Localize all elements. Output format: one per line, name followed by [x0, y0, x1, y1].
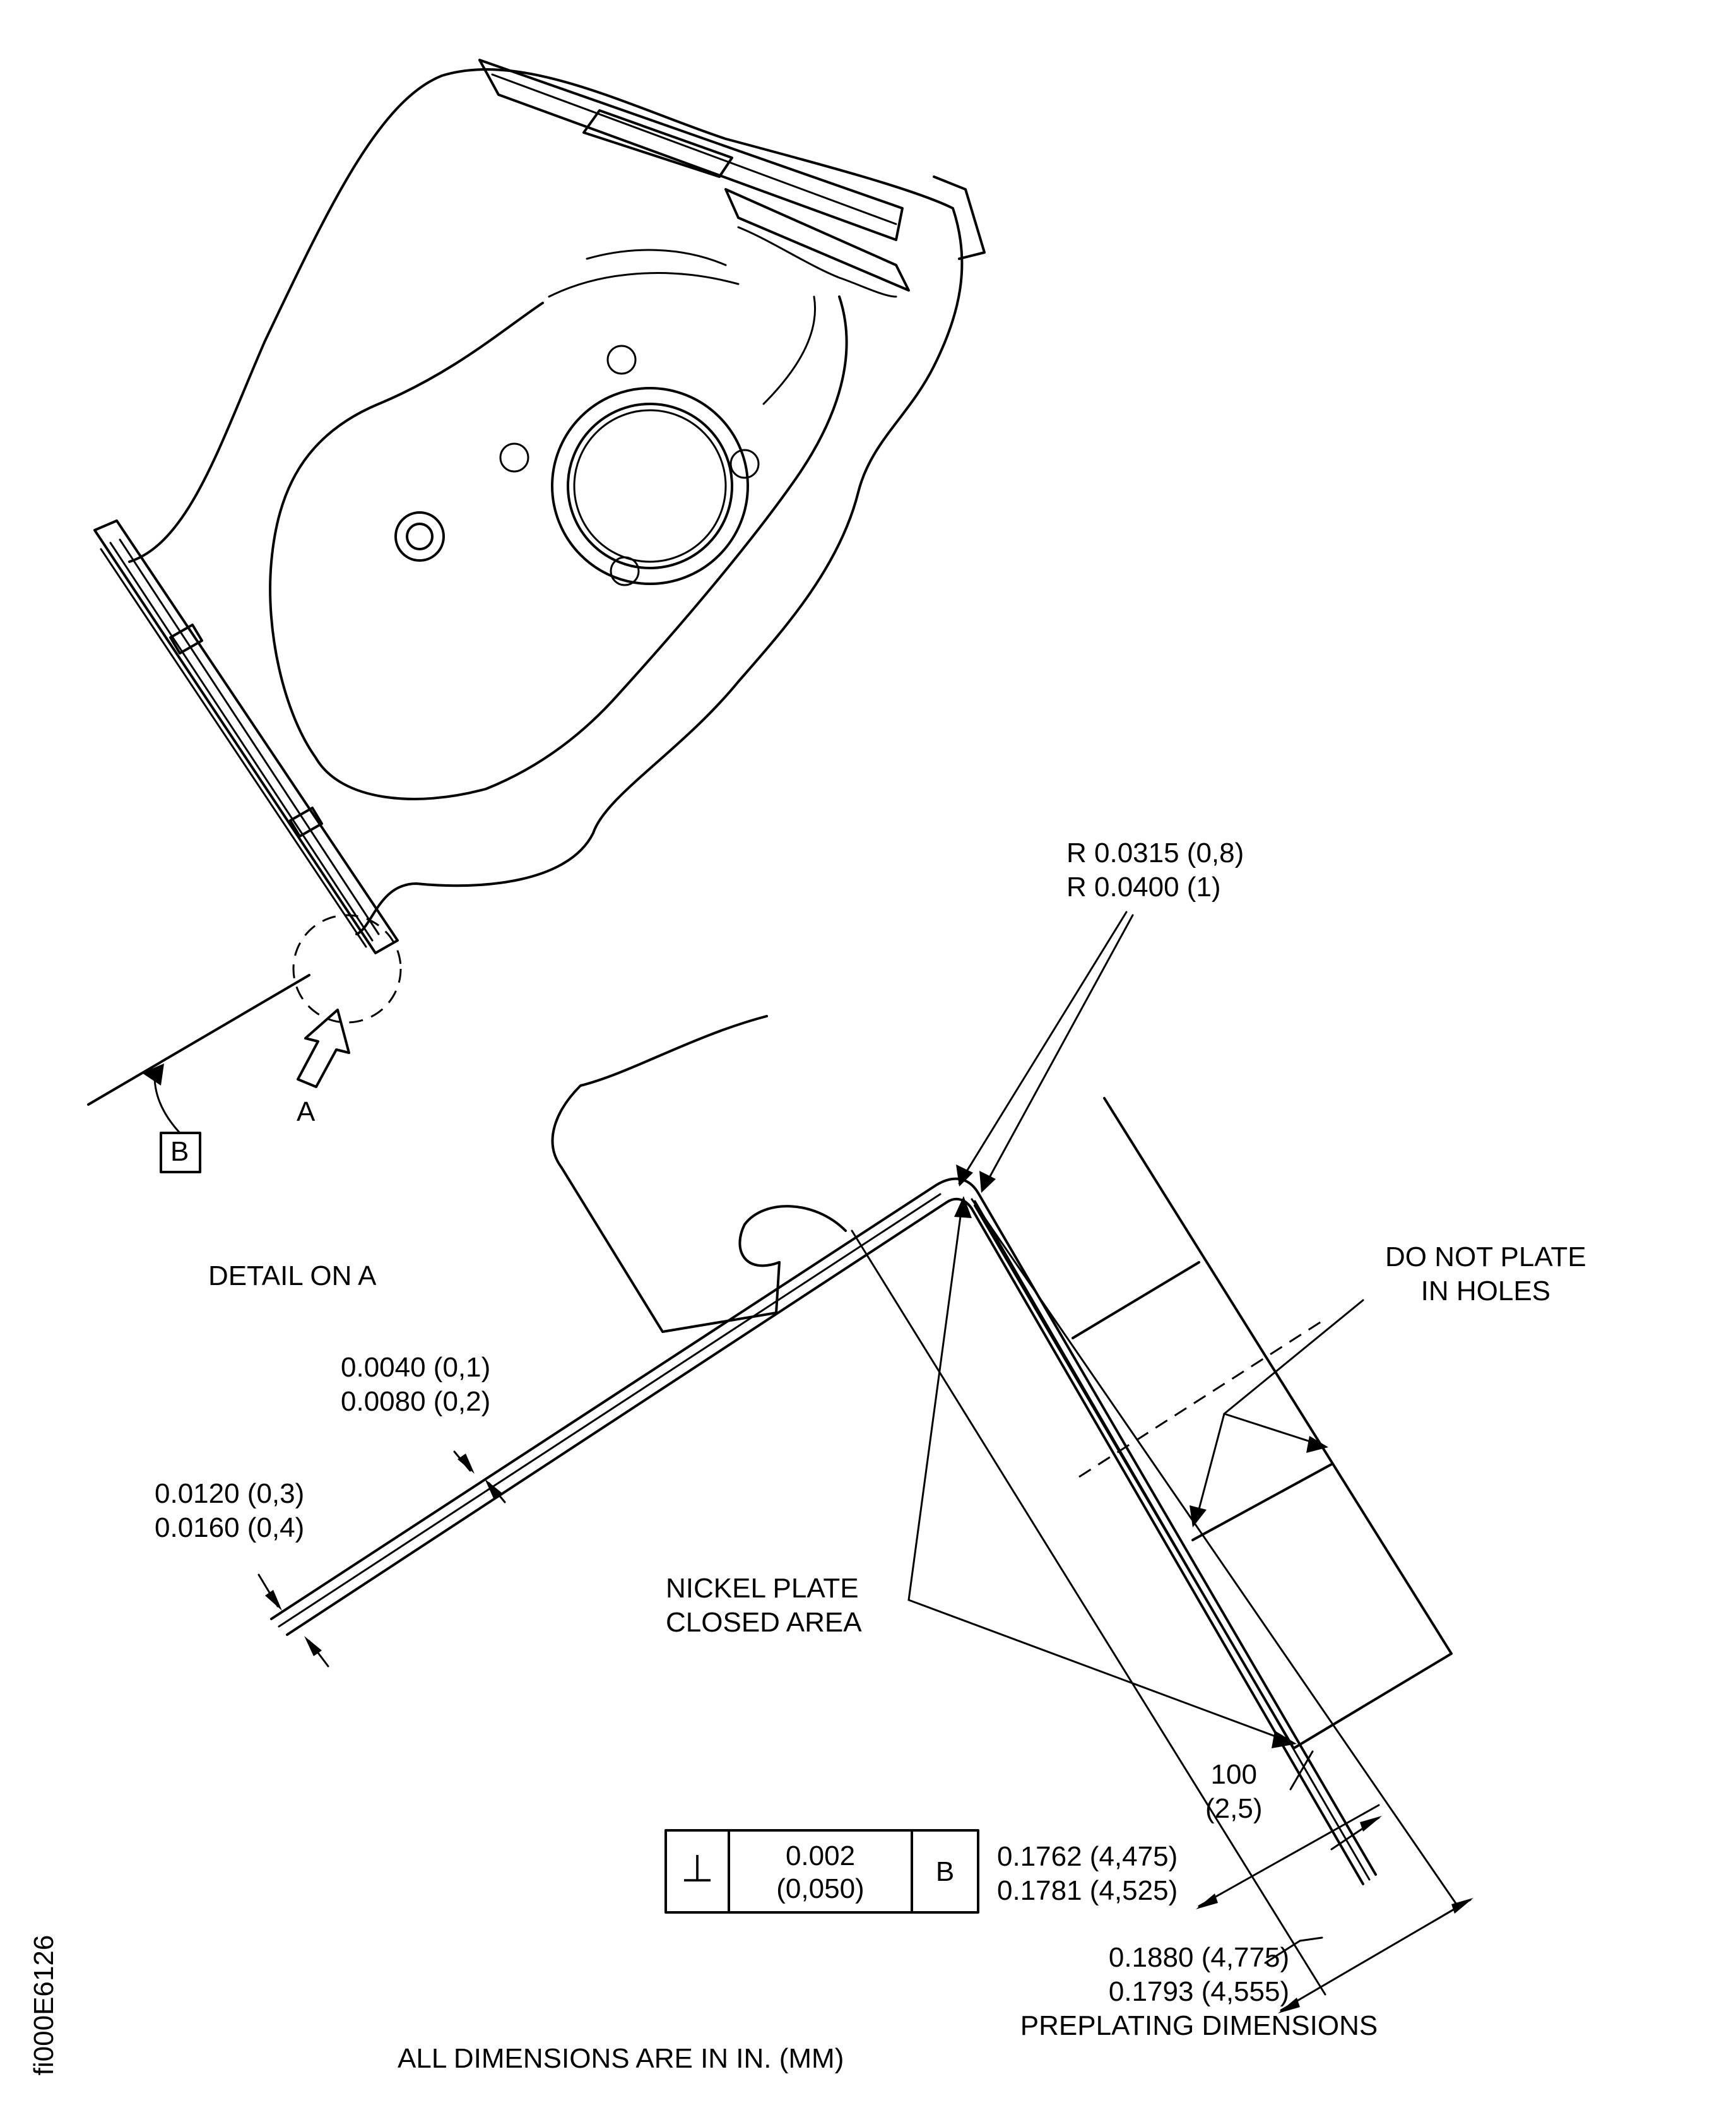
preplating-dimension-1: 0.1880 (4,775) [1108, 1942, 1290, 1973]
radius-line-2: R 0.0400 (1) [1066, 872, 1221, 903]
nickel-plate-leaders [907, 1196, 1297, 1748]
detail-title: DETAIL ON A [208, 1260, 377, 1291]
detail-a-section [270, 1015, 1459, 1996]
plate-thickness-inner-2: 0.0080 (0,2) [341, 1386, 491, 1417]
plate-thickness-outer-2: 0.0160 (0,4) [155, 1512, 305, 1543]
fcf-tolerance-2: (0,050) [776, 1873, 865, 1904]
fcf-datum: B [935, 1856, 955, 1887]
nickel-plate-line-2: CLOSED AREA [666, 1607, 862, 1638]
feature-control-frame-box [664, 1829, 979, 1914]
fcf-tolerance: 0.002 (0,050) [732, 1840, 909, 1905]
do-not-plate-line-2: IN HOLES [1420, 1276, 1551, 1306]
radius-callout: R 0.0315 (0,8) R 0.0400 (1) [1066, 836, 1244, 904]
preplating-dimension-3: PREPLATING DIMENSIONS [1020, 2010, 1378, 2041]
width-dimension: 0.1762 (4,475) 0.1781 (4,525) [997, 1840, 1178, 1908]
nickel-plate-note: NICKEL PLATE CLOSED AREA [666, 1572, 862, 1640]
preplating-dimension-2: 0.1793 (4,555) [1108, 1976, 1290, 2007]
radius-leaders [956, 911, 1134, 1193]
do-not-plate-line-1: DO NOT PLATE [1385, 1241, 1586, 1272]
plate-thickness-outer: 0.0120 (0,3) 0.0160 (0,4) [155, 1477, 304, 1545]
bottom-dimension-lines [1196, 1750, 1473, 2013]
small-dimension-1: 100 [1210, 1759, 1257, 1790]
nickel-plate-line-1: NICKEL PLATE [666, 1573, 859, 1604]
width-dimension-2: 0.1781 (4,525) [997, 1875, 1178, 1906]
units-note: ALL DIMENSIONS ARE IN IN. (MM) [398, 2043, 844, 2074]
small-dimension: 100 (2,5) [1205, 1758, 1262, 1826]
fcf-tolerance-1: 0.002 [785, 1840, 856, 1871]
plate-thickness-inner: 0.0040 (0,1) 0.0080 (0,2) [341, 1351, 490, 1419]
housing-part [93, 59, 986, 954]
plate-thickness-outer-1: 0.0120 (0,3) [155, 1478, 305, 1509]
preplating-dimension: 0.1880 (4,775) 0.1793 (4,555) PREPLATING… [978, 1941, 1420, 2043]
detail-circle-a [292, 914, 402, 1024]
do-not-plate-note: DO NOT PLATE IN HOLES [1385, 1240, 1586, 1308]
thickness-markers [257, 1450, 506, 1668]
radius-line-1: R 0.0315 (0,8) [1066, 838, 1244, 868]
view-arrow-a [297, 1009, 350, 1088]
view-arrow-label: A [297, 1096, 316, 1127]
plate-thickness-inner-1: 0.0040 (0,1) [341, 1352, 491, 1383]
do-not-plate-leader [1190, 1299, 1364, 1527]
small-dimension-2: (2,5) [1205, 1793, 1263, 1824]
fcf-perpendicularity-symbol: ⊥ [680, 1847, 714, 1890]
figure-id: fi000E6126 [28, 1934, 59, 2076]
width-dimension-1: 0.1762 (4,475) [997, 1841, 1178, 1872]
datum-b-leader [87, 974, 310, 1173]
datum-b-letter: B [170, 1136, 189, 1167]
